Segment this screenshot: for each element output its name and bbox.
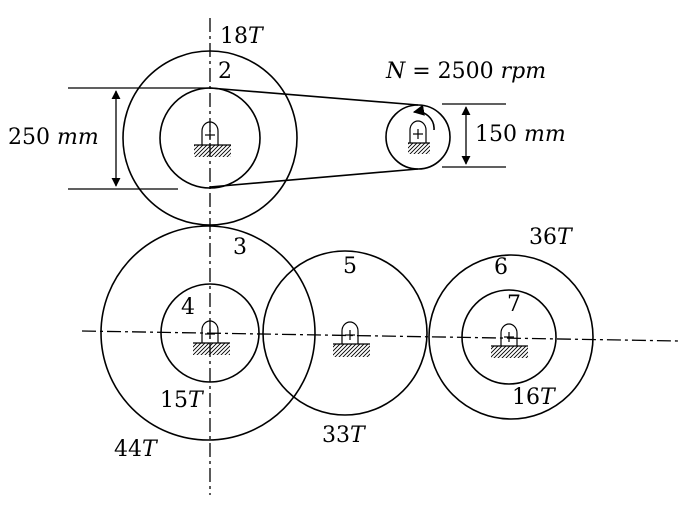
dimension-150mm [442,103,506,168]
gear-circles [100,50,594,441]
gear-7-number: 7 [507,292,521,317]
bearing-gear-5 [333,321,370,357]
belt [209,87,419,188]
bearing-gear-2 [194,121,231,157]
gear-4-circle [160,283,260,383]
bearing-gear-6 [491,323,528,358]
horizontal-center-line [81,330,681,342]
gear-4-teeth-label: 15T [160,388,205,413]
gear-5-circle [262,250,428,416]
large-pulley-dimension-label: 250 mm [8,125,99,150]
gear-3-circle [100,225,316,441]
gear-5-number: 5 [343,254,357,279]
bearing-small-pulley [408,120,430,154]
belt-bottom-line [209,168,419,188]
small-pulley-dimension-label: 150 mm [475,122,566,147]
gear-5-teeth-label: 33T [322,423,367,448]
gear-6-number: 6 [494,255,508,280]
belt-top-line [209,87,419,106]
rotation-arrow [412,104,435,131]
bearing-gear-4 [193,320,230,355]
gear-6-teeth-label: 36T [529,225,574,250]
gear-4-number: 4 [181,295,195,320]
gear-3-teeth-label: 44T [114,437,159,462]
speed-label: N = 2500 rpm [385,59,546,84]
dimension-250mm [68,87,210,190]
gear-2-teeth-label: 18T [220,24,265,49]
gear-6-circle [428,254,594,420]
gear-7-teeth-label: 16T [512,385,557,410]
gear-2-outer-circle [122,50,298,226]
gear-3-number: 3 [233,235,247,260]
center-lines [81,18,681,495]
gear-2-number: 2 [218,59,232,84]
gear-7-circle [461,289,557,385]
